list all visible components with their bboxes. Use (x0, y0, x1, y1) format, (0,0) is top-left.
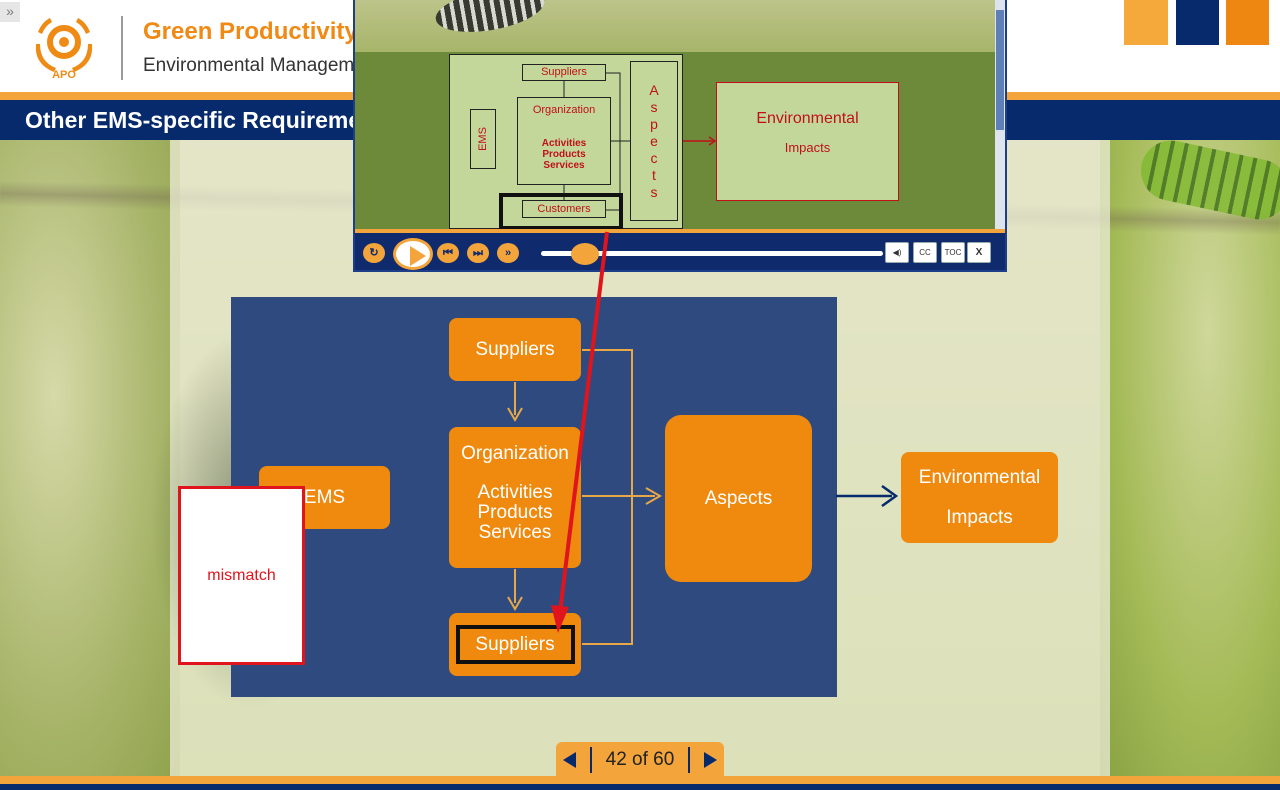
pager-divider (688, 747, 691, 773)
suppliers-bottom-highlight (456, 625, 575, 664)
triangle-left-icon[interactable] (562, 752, 576, 768)
reference-customers-box: Customers (522, 200, 606, 218)
reference-player-bar: ↻ ⏮ ⏭ » ◀) CC TOC X (355, 233, 1005, 270)
svg-text:APO: APO (52, 69, 76, 80)
reference-arrow-to-impacts (683, 136, 717, 146)
organization-box: Organization Activities Products Service… (449, 427, 581, 568)
reference-diagram: Suppliers Organization Activities Produc… (449, 54, 683, 229)
reference-aspects-letter: e (650, 133, 658, 149)
reference-aspects-letter: p (650, 116, 658, 132)
background-left-foliage (0, 140, 180, 776)
reference-diagram-connectors (563, 72, 630, 211)
replay-icon[interactable]: ↻ (363, 243, 385, 263)
reference-aspects-letter: A (649, 82, 659, 98)
toc-button[interactable]: TOC (941, 242, 965, 263)
aspects-label: Aspects (704, 487, 773, 509)
volume-icon[interactable]: ◀) (885, 242, 909, 263)
slide-title: Other EMS-specific Requirements (25, 107, 396, 133)
header-divider (121, 16, 123, 80)
reference-background-photo (355, 0, 1005, 52)
skip-forward-icon[interactable]: ⏭ (467, 243, 489, 263)
captions-button[interactable]: CC (913, 242, 937, 263)
reference-screenshot-window: Suppliers Organization Activities Produc… (353, 0, 1007, 272)
apo-logo: APO (35, 18, 93, 80)
slide-pager: 42 of 60 (556, 742, 724, 778)
reference-ems-label: EMS (477, 127, 489, 151)
reference-products-label: Products (542, 149, 586, 160)
reference-ems-box: EMS (470, 109, 496, 169)
course-subtitle: Environmental Management (143, 55, 381, 76)
reference-orange-divider (355, 229, 1005, 233)
reference-scrollbar[interactable] (995, 0, 1005, 230)
suppliers-top-box: Suppliers (449, 318, 581, 381)
reference-suppliers-box: Suppliers (522, 64, 606, 81)
skip-back-icon[interactable]: ⏮ (437, 243, 459, 263)
reference-organization-box: Organization Activities Products Service… (517, 97, 611, 185)
play-icon[interactable] (393, 238, 433, 270)
slide-counter: 42 of 60 (605, 749, 675, 770)
suppliers-bottom-label: Suppliers (475, 633, 555, 655)
reference-customers-label: Customers (537, 203, 591, 215)
environmental-impacts-box: Environmental Impacts (901, 452, 1058, 543)
reference-butterfly-image (432, 0, 548, 40)
reference-aspects-letter: s (650, 184, 658, 200)
mismatch-label: mismatch (207, 566, 276, 584)
reference-aspects-box: A s p e c t s (630, 61, 678, 221)
reference-environmental-impacts-box: Environmental Impacts (716, 82, 899, 201)
background-right-foliage (1100, 140, 1280, 776)
impacts-label: Impacts (946, 506, 1013, 528)
footer-orange-strip (0, 776, 1280, 784)
reference-aspects-letter: s (650, 99, 658, 115)
services-label: Services (478, 522, 552, 543)
pager-divider (589, 747, 592, 773)
reference-scrollbar-thumb[interactable] (996, 10, 1004, 130)
reference-impacts-label: Impacts (784, 140, 831, 155)
reference-activities-label: Activities (541, 138, 587, 149)
expand-sidebar-button[interactable]: » (0, 2, 20, 22)
suppliers-top-label: Suppliers (475, 338, 555, 360)
environmental-label: Environmental (918, 466, 1041, 488)
activities-label: Activities (477, 482, 553, 503)
reference-aspects-letter: t (652, 167, 656, 183)
accent-square-light-orange (1124, 0, 1168, 45)
course-title: Green Productivity (143, 18, 358, 45)
reference-organization-label: Organization (532, 104, 596, 116)
accent-square-orange (1226, 0, 1269, 45)
player-progress-track[interactable] (541, 251, 883, 256)
player-progress-knob[interactable] (571, 243, 599, 265)
reference-services-label: Services (543, 160, 585, 171)
reference-aspects-letter: c (650, 150, 658, 166)
mismatch-annotation: mismatch (178, 486, 305, 665)
products-label: Products (477, 502, 553, 523)
accent-square-navy (1176, 0, 1219, 45)
close-button[interactable]: X (967, 242, 991, 263)
reference-environmental-label: Environmental (756, 110, 859, 127)
footer-navy-bar (0, 784, 1280, 790)
organization-label: Organization (461, 443, 569, 464)
fast-forward-icon[interactable]: » (497, 243, 519, 263)
ems-label: EMS (303, 486, 346, 508)
reference-customers-highlight (499, 193, 623, 230)
reference-suppliers-label: Suppliers (541, 66, 587, 78)
aspects-box: Aspects (665, 415, 812, 582)
triangle-right-icon[interactable] (704, 752, 718, 768)
